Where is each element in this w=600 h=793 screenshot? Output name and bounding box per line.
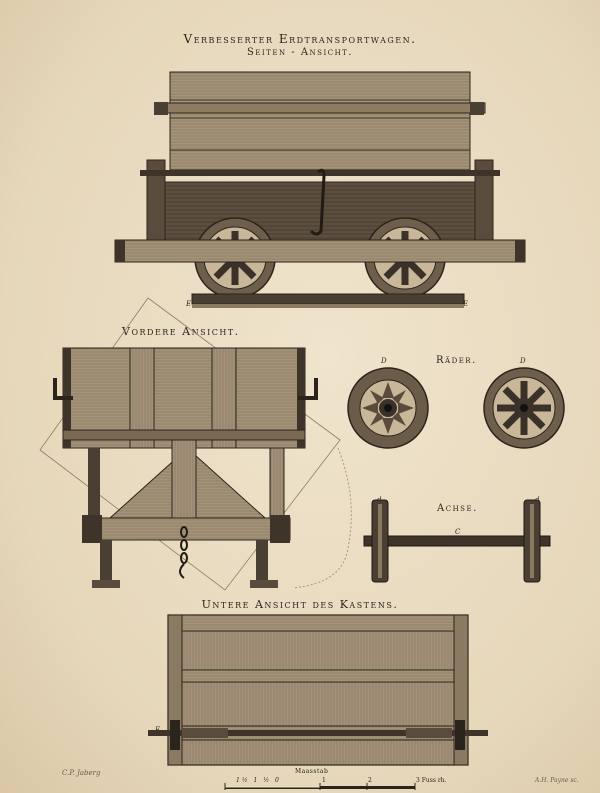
bottom-view-label: Untere Ansicht des Kastens. (201, 598, 399, 611)
front-view (39, 297, 352, 591)
marker-d-right-wheel: D (520, 357, 528, 365)
marker-e-rail-left: E (186, 300, 193, 308)
marker-d-left-wheel: D (381, 357, 389, 365)
scale-bar (224, 783, 416, 790)
wheels-detail (347, 368, 564, 448)
scale-unit: 3 Fuss rh. (416, 777, 447, 784)
scale-ticks-left: 1½ 1 ½ 0 (236, 777, 281, 784)
side-view-label: Seiten - Ansicht. (246, 47, 354, 58)
bottom-view (148, 614, 488, 766)
scale-title: Maasstab (295, 768, 329, 775)
marker-c-axle: C (455, 528, 462, 536)
engraver-right-credit: A.H. Payne sc. (535, 777, 579, 784)
plate-title: Verbesserter Erdtransportwagen. (183, 32, 417, 46)
side-view (114, 71, 526, 308)
marker-e-rail-right: E (463, 300, 470, 308)
front-view-label: Vordere Ansicht. (122, 325, 240, 338)
axle-detail (363, 499, 551, 583)
scale-tick-two: 2 (368, 777, 374, 784)
engraver-left-credit: C.P. Jaberg (62, 769, 101, 777)
scale-tick-one: 1 (322, 777, 328, 784)
wheels-label: Räder. (436, 355, 477, 366)
axle-label: Achse. (437, 503, 478, 514)
